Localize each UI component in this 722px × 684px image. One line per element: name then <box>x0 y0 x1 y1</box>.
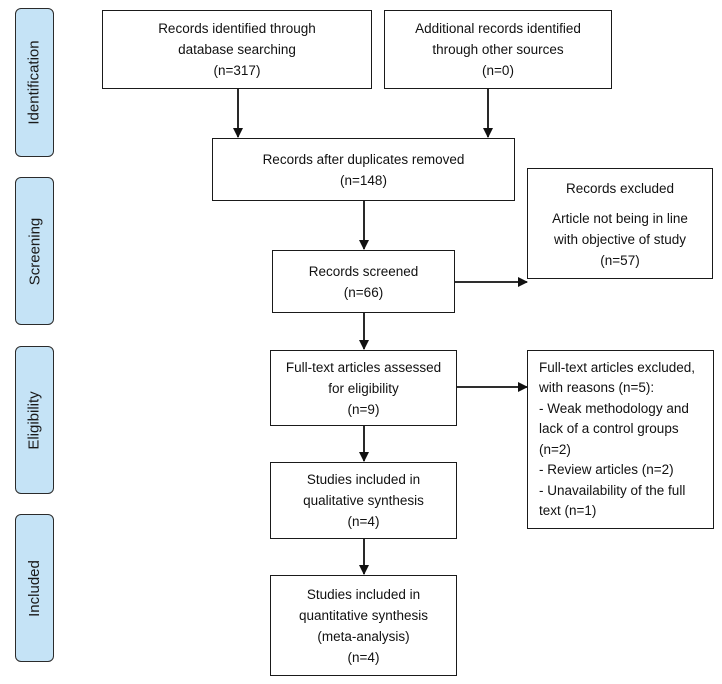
fulltext-excluded-line-4: lack of a control groups <box>539 421 679 436</box>
qualitative-line-2: qualitative synthesis <box>303 493 424 508</box>
other-records-line-2: through other sources <box>432 42 564 57</box>
records-excluded-line-2: with objective of study <box>553 232 687 247</box>
deduplicated-count: (n=148) <box>340 172 387 188</box>
box-records-screened: Records screened (n=66) <box>272 250 455 313</box>
records-excluded-title: Records excluded <box>565 181 675 196</box>
stage-screening: Screening <box>15 177 54 325</box>
fulltext-assessed-line-2: for eligibility <box>328 380 399 396</box>
records-screened-count: (n=66) <box>343 284 384 300</box>
fulltext-excluded-line-3: - Weak methodology and <box>539 400 689 416</box>
box-qualitative-synthesis: Studies included in qualitative synthesi… <box>270 462 457 539</box>
box-quantitative-synthesis: Studies included in quantitative synthes… <box>270 575 457 676</box>
fulltext-excluded-line-6: - Review articles (n=2) <box>539 462 674 477</box>
fulltext-assessed-line-1: Full-text articles assessed <box>285 359 442 375</box>
database-records-line-1: Records identified through <box>158 21 316 36</box>
fulltext-excluded-line-8: text (n=1) <box>539 503 597 518</box>
fulltext-excluded-line-5: (n=2) <box>539 441 571 457</box>
quantitative-line-2: quantitative synthesis <box>298 607 429 623</box>
quantitative-line-3: (meta-analysis) <box>317 628 410 644</box>
qualitative-count: (n=4) <box>347 514 380 529</box>
box-records-excluded: Records excluded Article not being in li… <box>527 168 713 279</box>
records-excluded-line-1: Article not being in line <box>552 211 688 226</box>
fulltext-excluded-line-1: Full-text articles excluded, <box>539 359 696 375</box>
box-database-records: Records identified through database sear… <box>102 10 372 89</box>
stage-identification: Identification <box>15 8 54 157</box>
deduplicated-line-1: Records after duplicates removed <box>262 151 465 167</box>
database-records-count: (n=317) <box>213 63 261 78</box>
box-other-records: Additional records identified through ot… <box>384 10 612 89</box>
other-records-line-1: Additional records identified <box>415 21 581 36</box>
quantitative-count: (n=4) <box>347 649 380 665</box>
database-records-line-2: database searching <box>178 42 296 57</box>
box-deduplicated: Records after duplicates removed (n=148) <box>212 138 515 201</box>
stage-eligibility: Eligibility <box>15 346 54 494</box>
quantitative-line-1: Studies included in <box>306 586 421 602</box>
stage-included: Included <box>15 514 54 662</box>
fulltext-excluded-line-7: - Unavailability of the full <box>539 482 686 498</box>
box-fulltext-excluded: Full-text articles excluded, with reason… <box>527 350 714 529</box>
fulltext-excluded-line-2: with reasons (n=5): <box>539 380 655 395</box>
records-excluded-count: (n=57) <box>600 253 640 268</box>
qualitative-line-1: Studies included in <box>306 472 421 487</box>
records-screened-line-1: Records screened <box>308 263 419 279</box>
box-fulltext-assessed: Full-text articles assessed for eligibil… <box>270 350 457 426</box>
other-records-count: (n=0) <box>482 63 514 78</box>
fulltext-assessed-count: (n=9) <box>347 401 380 417</box>
